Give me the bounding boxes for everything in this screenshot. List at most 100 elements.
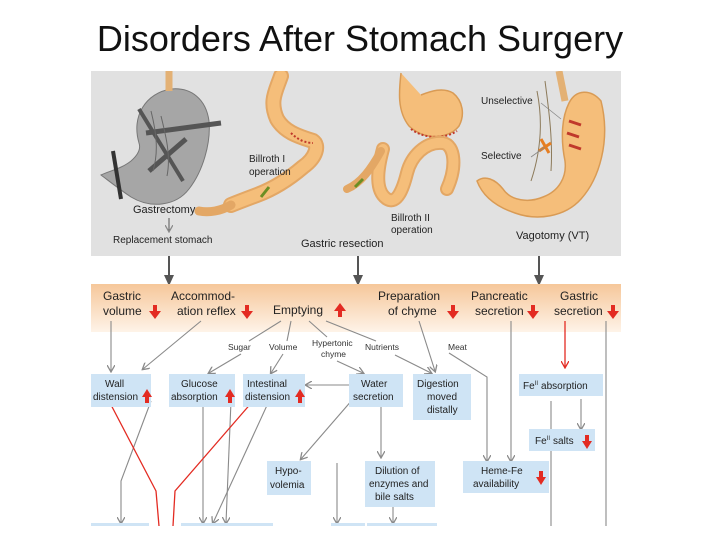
fe-salts-down-arrow	[582, 435, 592, 449]
water-secretion-label-2: secretion	[353, 392, 394, 403]
node-heme-fe: Heme-Fe availability	[463, 461, 549, 493]
gastrectomy-label: Gastrectomy	[133, 204, 196, 216]
dilution-label-3: bile salts	[375, 492, 414, 503]
node-hypovolemia: Hypo- volemia	[267, 461, 311, 495]
billroth1-stomach-illustration	[194, 71, 325, 217]
vagotomy-label: Vagotomy (VT)	[516, 230, 589, 242]
fe-absorption-fe: Fe	[523, 381, 535, 392]
hypovolemia-label-2: volemia	[270, 480, 305, 491]
pancreatic-down-arrow	[527, 305, 539, 319]
node-dilution: Dilution of enzymes and bile salts	[365, 461, 435, 507]
glucose-absorption-label-2: absorption	[171, 392, 218, 403]
unselective-pointer	[540, 102, 562, 120]
heme-fe-label-1: Heme-Fe	[481, 466, 523, 477]
meat-label: Meat	[448, 342, 468, 352]
fe-absorption-rest: absorption	[541, 381, 588, 392]
billroth2-label-line2: operation	[391, 225, 433, 236]
bottom-node-stub-1	[91, 523, 149, 526]
connector-emptying-to-nutrients	[325, 320, 377, 342]
intestinal-distension-label-2: distension	[245, 392, 290, 403]
fe-salts-fe: Fe	[535, 436, 547, 447]
node-intestinal-distension: Intestinal distension	[243, 374, 305, 407]
digestion-moved-label-3: distally	[427, 405, 458, 416]
connector-accommodation-to-wall	[143, 320, 202, 369]
node-wall-distension: Wall distension	[91, 374, 152, 407]
node-digestion-moved: Digestion moved distally	[413, 374, 471, 420]
accommodation-label-1: Accommod-	[171, 289, 235, 303]
preparation-label-2: of chyme	[388, 304, 437, 318]
selective-pointer	[530, 146, 546, 158]
gastric-secretion-label-2: secretion	[554, 304, 603, 318]
connector-hypertonic-to-water	[336, 360, 363, 373]
flow-connectors	[111, 320, 607, 526]
glucose-absorption-up-arrow	[225, 389, 235, 403]
preparation-label-1: Preparation	[378, 289, 440, 303]
dilution-label-1: Dilution of	[375, 466, 420, 477]
red-connector-wall-down	[108, 400, 160, 526]
heme-fe-label-2: availability	[473, 479, 519, 490]
connector-intestinal-down	[213, 400, 270, 523]
gastric-resection-label: Gastric resection	[301, 238, 384, 250]
heme-fe-down-arrow	[536, 471, 546, 485]
gastric-volume-down-arrow	[149, 305, 161, 319]
hypertonic-label-1: Hypertonic	[312, 338, 353, 348]
bottom-node-stub-4	[367, 523, 437, 526]
connector-glucose-down-2	[226, 400, 232, 523]
fe-salts-rest: salts	[553, 436, 574, 447]
fe-salts-sup: II	[547, 436, 551, 442]
billroth2-stomach-illustration	[343, 72, 464, 208]
slide-title: Disorders After Stomach Surgery	[96, 18, 624, 59]
wall-distension-label-2: distension	[93, 392, 138, 403]
glucose-absorption-label-1: Glucose	[181, 379, 218, 390]
replacement-stomach-label: Replacement stomach	[113, 235, 213, 246]
pancreatic-label-1: Pancreatic	[471, 289, 528, 303]
node-glucose-absorption: Glucose absorption	[169, 374, 235, 407]
bottom-node-stub-2	[181, 523, 273, 526]
hypertonic-label-2: chyme	[321, 349, 346, 359]
connector-emptying-to-volume	[286, 320, 292, 342]
connector-meat-to-heme	[448, 352, 487, 461]
connector-emptying-to-sugar	[248, 320, 282, 342]
connector-water-to-hypovolemia	[301, 398, 354, 459]
intestinal-distension-label-1: Intestinal	[247, 379, 287, 390]
connector-wall-down	[121, 400, 152, 523]
red-connector-intestinal-down	[172, 400, 254, 526]
intestinal-distension-up-arrow	[295, 389, 305, 403]
vagotomy-stomach-illustration	[476, 71, 606, 218]
gastric-secretion-down-arrow	[607, 305, 619, 319]
preparation-down-arrow	[447, 305, 459, 319]
billroth1-label-line1: Billroth I	[249, 154, 285, 165]
gastric-volume-label-1: Gastric	[103, 289, 141, 303]
gastric-volume-label-2: volume	[103, 304, 142, 318]
connector-sugar-to-glucose	[209, 353, 242, 373]
connector-emptying-to-hypertonic	[308, 320, 328, 338]
emptying-label: Emptying	[273, 303, 323, 317]
red-flow-connectors	[108, 321, 565, 526]
hypovolemia-label-1: Hypo-	[275, 466, 302, 477]
dilution-label-2: enzymes and	[369, 479, 428, 490]
billroth2-label-line1: Billroth II	[391, 213, 430, 224]
fe-absorption-sup: II	[535, 381, 539, 387]
wall-distension-up-arrow	[142, 389, 152, 403]
connector-preparation-to-digestion	[418, 320, 435, 371]
digestion-moved-label-1: Digestion	[417, 379, 459, 390]
bottom-node-stub-3	[331, 523, 365, 526]
water-secretion-label-1: Water	[361, 379, 388, 390]
gastrectomy-stomach-illustration	[100, 71, 222, 205]
nutrients-label: Nutrients	[365, 342, 399, 352]
connector-nutrients-to-digestion	[394, 354, 431, 373]
surgery-disorders-diagram: Gastrectomy Replacement stomach Billroth…	[91, 71, 621, 526]
wall-distension-label-1: Wall	[105, 379, 124, 390]
pancreatic-label-2: secretion	[475, 304, 524, 318]
selective-label: Selective	[481, 151, 522, 162]
sugar-label: Sugar	[228, 342, 251, 352]
digestion-moved-label-2: moved	[427, 392, 457, 403]
gastric-secretion-label-1: Gastric	[560, 289, 598, 303]
node-water-secretion: Water secretion	[349, 374, 403, 407]
emptying-up-arrow	[334, 303, 346, 317]
billroth1-label-line2: operation	[249, 167, 291, 178]
